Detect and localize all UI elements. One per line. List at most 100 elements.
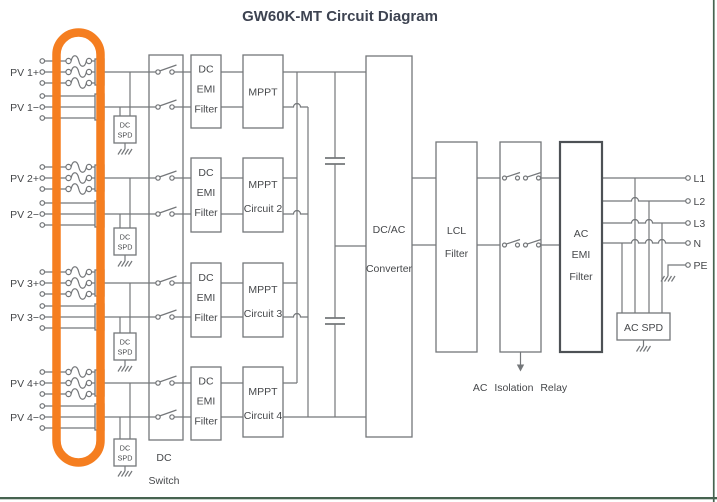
output-label-l1: L1	[694, 173, 706, 185]
ac-outputs: L1 L2 L3 N PE	[660, 173, 708, 283]
output-label-l3: L3	[694, 218, 706, 230]
dc-emi-label: Filter	[194, 207, 218, 219]
dc-switch-label: Switch	[149, 475, 180, 487]
capacitor-icon	[325, 157, 345, 165]
dc-emi-label: Filter	[194, 312, 218, 324]
pv1-minus-terminal	[39, 93, 46, 99]
dc-spd-label: SPD	[118, 454, 133, 463]
dc-spd-label: DC	[120, 233, 130, 242]
pv-group-4: PV 4+ PV 4−	[10, 366, 149, 439]
fuse-highlight-annotation	[52, 28, 105, 467]
fuse-icon	[65, 183, 93, 195]
pv4-minus-label: PV 4−	[10, 412, 39, 424]
capacitor-icon	[325, 317, 345, 325]
dc-emi-label: EMI	[197, 187, 216, 199]
pv2-plus-terminal	[39, 164, 46, 170]
pv-group-3: PV 3+ PV 3−	[10, 266, 149, 333]
fuse-icon	[65, 377, 93, 389]
pv1-minus-label: PV 1−	[10, 102, 39, 114]
dc-emi-label: Filter	[194, 104, 218, 116]
relay-arrow-head	[516, 364, 525, 372]
fuse-icon	[65, 266, 93, 278]
ground-icon	[117, 260, 133, 268]
dc-bus-wires	[283, 71, 366, 418]
relay-label: AC Isolation Relay	[473, 382, 568, 394]
dcac-converter: DC/AC Converter	[365, 55, 413, 438]
dc-spd-4: DC SPD	[113, 438, 137, 478]
pv3-plus-label: PV 3+	[10, 278, 39, 290]
pv3-minus-label: PV 3−	[10, 312, 39, 324]
dc-switch-box	[148, 54, 184, 441]
pv1-plus-terminal	[39, 58, 46, 64]
dcac-converter-box	[365, 55, 413, 438]
pv3-minus-terminal	[39, 303, 46, 309]
dc-emi-label: EMI	[197, 292, 216, 304]
ac-emi-label: AC	[574, 228, 589, 240]
mppt-box	[242, 54, 284, 129]
mppt-2: MPPT Circuit 2	[242, 157, 284, 233]
ac-spd-label: AC SPD	[624, 322, 664, 334]
dc-spd-label: DC	[120, 444, 130, 453]
ac-isolation-relay: AC Isolation Relay	[473, 141, 568, 394]
fuse-icon	[65, 277, 93, 289]
dc-spd-label: DC	[120, 338, 130, 347]
dc-spd-label: DC	[120, 121, 130, 130]
ground-icon	[660, 275, 676, 283]
dcac-label: Converter	[366, 263, 413, 275]
ground-icon	[117, 470, 133, 478]
dc-spd-label: SPD	[118, 243, 133, 252]
dc-emi-filter-box	[190, 157, 222, 233]
dc-emi-label: DC	[198, 64, 214, 76]
pv3-minus-terminal	[39, 325, 46, 331]
ac-emi-filter-box	[558, 140, 604, 354]
dc-spd-3: DC SPD	[113, 332, 137, 373]
pv1-plus-terminal	[39, 69, 46, 75]
pv4-plus-terminal	[39, 380, 46, 386]
dc-switch-label: DC	[156, 452, 172, 464]
pv1-minus-terminal	[39, 115, 46, 121]
dc-emi-label: Filter	[194, 416, 218, 428]
lcl-filter: LCL Filter	[435, 141, 478, 353]
lcl-label: LCL	[447, 225, 466, 237]
terminal-l1	[685, 175, 691, 181]
terminal-n	[685, 240, 691, 246]
dc-switch-wires	[149, 71, 183, 418]
mppt-label: Circuit 2	[244, 203, 283, 215]
mppt-4: MPPT Circuit 4	[242, 366, 284, 438]
pv2-minus-terminal	[39, 222, 46, 228]
pv4-plus-terminal	[39, 369, 46, 375]
mppt-label: MPPT	[248, 386, 278, 398]
ac-emi-filter: AC EMI Filter	[558, 140, 604, 354]
dc-emi-filter-box	[190, 366, 222, 441]
mppt-1: MPPT	[242, 54, 284, 129]
page-title: GW60K-MT Circuit Diagram	[242, 8, 438, 25]
interstage-wires	[183, 71, 243, 418]
fuse-icon	[65, 77, 93, 89]
pv4-plus-label: PV 4+	[10, 378, 39, 390]
terminal-pe	[685, 262, 691, 268]
ac-emi-label: Filter	[569, 271, 593, 283]
fuse-icon	[65, 55, 93, 67]
pv3-plus-terminal	[39, 269, 46, 275]
fuse-icon	[65, 172, 93, 184]
pv-group-2: PV 2+ PV 2−	[10, 161, 149, 228]
dc-emi-label: DC	[198, 167, 214, 179]
dc-emi-filter-box	[190, 262, 222, 338]
mppt-label: MPPT	[248, 179, 278, 191]
dc-emi-label: EMI	[197, 396, 216, 408]
output-label-n: N	[694, 238, 702, 250]
fuse-icon	[65, 288, 93, 300]
pv2-minus-terminal	[39, 200, 46, 206]
ground-icon	[117, 365, 133, 373]
page-border-right	[712, 0, 715, 502]
mppt-3: MPPT Circuit 3	[242, 262, 284, 338]
terminal-l3	[685, 220, 691, 226]
dc-emi-filter-1: DC EMI Filter	[190, 54, 222, 129]
dc-switch: DC Switch	[148, 54, 184, 487]
dc-emi-label: DC	[198, 272, 214, 284]
terminal-l2	[685, 198, 691, 204]
dc-spd-label: SPD	[118, 131, 133, 140]
ac-spd-box	[616, 312, 671, 341]
pv2-plus-terminal	[39, 175, 46, 181]
